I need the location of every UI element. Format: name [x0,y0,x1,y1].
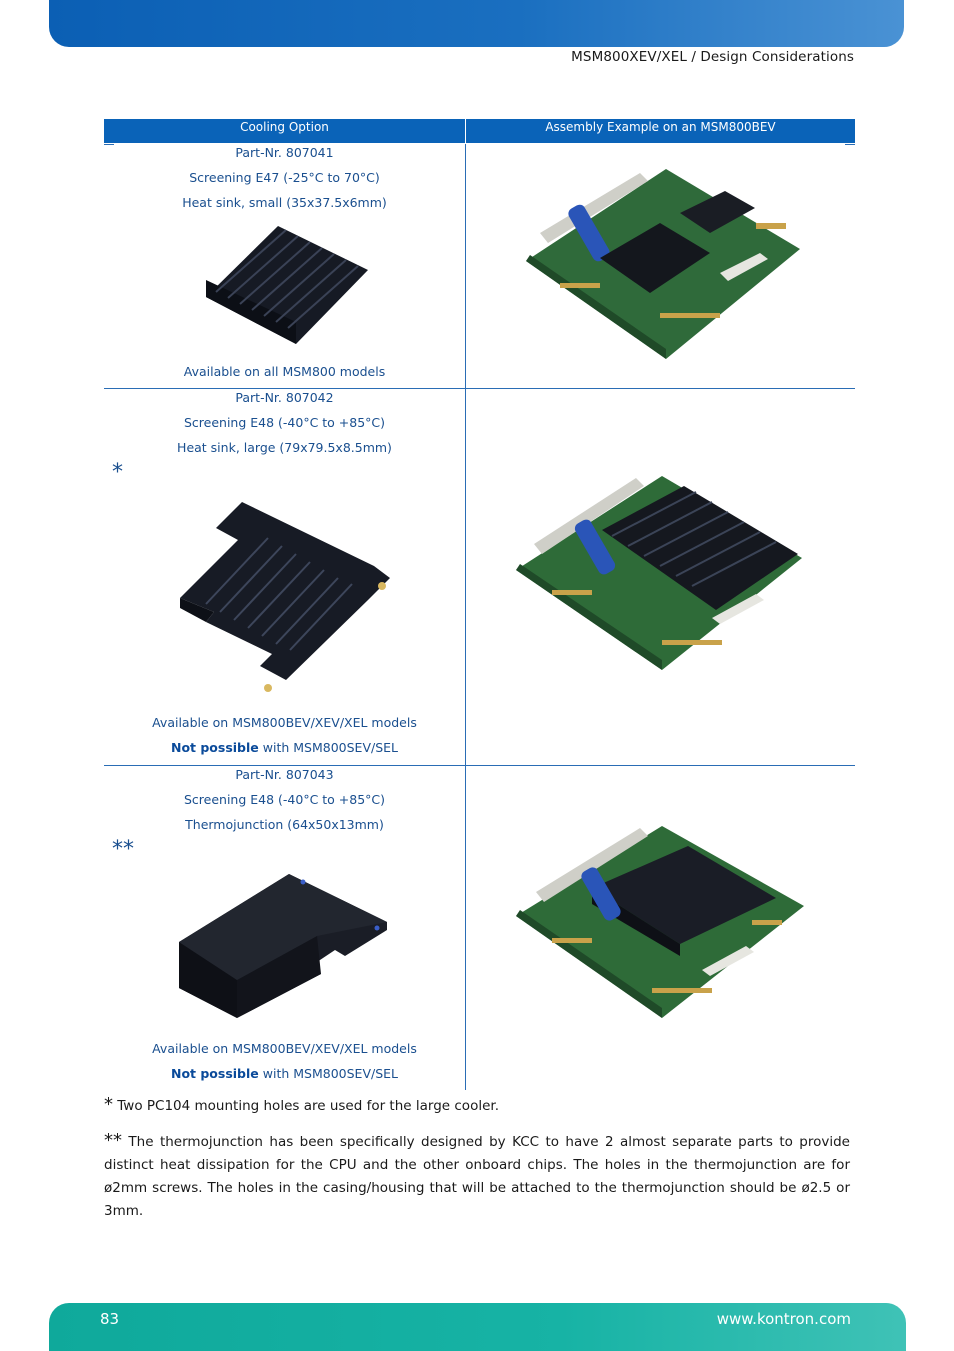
page-header-title: MSM800XEV/XEL / Design Considerations [571,49,854,65]
row1-screening: Screening E47 (-25°C to 70°C) [189,170,380,185]
row1-part-number: Part-Nr. 807041 [235,145,334,160]
header-cooling-option: Cooling Option [240,120,329,134]
row1-availability: Available on all MSM800 models [183,364,386,379]
note2-text: The thermojunction has been specifically… [104,1134,850,1219]
row-line-top-left [104,144,114,145]
assembly-small-heatsink-image [526,169,800,359]
large-heatsink-image [180,502,390,692]
small-heatsink-image [206,226,368,344]
row3-description: Thermojunction (64x50x13mm) [185,817,384,832]
note2-symbol: ** [104,1130,122,1151]
row2-screening: Screening E48 (-40°C to +85°C) [183,415,386,430]
note1-symbol: * [104,1094,113,1115]
row2-description: Heat sink, large (79x79.5x8.5mm) [177,440,392,455]
row3-part-number: Part-Nr. 807043 [235,767,334,782]
header-assembly-example: Assembly Example on an MSM800BEV [545,120,776,134]
row3-not-possible: Not possible [170,1066,259,1081]
assembly-large-heatsink-image [516,476,802,670]
header-divider [465,119,466,143]
footer-band [49,1303,906,1351]
row1-description: Heat sink, small (35x37.5x6mm) [182,195,387,210]
row3-availability: Available on MSM800BEV/XEV/XEL models [152,1041,417,1056]
row-line-top-right [845,144,855,145]
row2-marker: * [112,460,123,485]
note-thermojunction: ** The thermojunction has been specifica… [104,1129,850,1223]
assembly-thermojunction-image [516,826,804,1018]
footer-website-link[interactable]: www.kontron.com [716,1310,851,1328]
row3-marker: ** [112,837,134,862]
row2-restriction-rest: with MSM800SEV/SEL [258,740,399,755]
row2-availability: Available on MSM800BEV/XEV/XEL models [152,715,417,730]
note1-text: Two PC104 mounting holes are used for th… [113,1098,499,1114]
row3-restriction: Not possible with MSM800SEV/SEL [104,1066,465,1081]
row3-restriction-rest: with MSM800SEV/SEL [258,1066,399,1081]
row-divider-2 [104,765,855,766]
row2-part-number: Part-Nr. 807042 [235,390,334,405]
row3-screening: Screening E48 (-40°C to +85°C) [183,792,386,807]
row2-restriction: Not possible with MSM800SEV/SEL [104,740,465,755]
row2-not-possible: Not possible [170,740,259,755]
column-divider [465,144,466,1090]
note-large-cooler: * Two PC104 mounting holes are used for … [104,1093,850,1118]
row-divider-1 [104,388,855,389]
thermojunction-image [179,874,387,1018]
page-number: 83 [100,1310,120,1328]
table-header: Cooling Option Assembly Example on an MS… [104,119,855,143]
header-band [49,0,904,47]
